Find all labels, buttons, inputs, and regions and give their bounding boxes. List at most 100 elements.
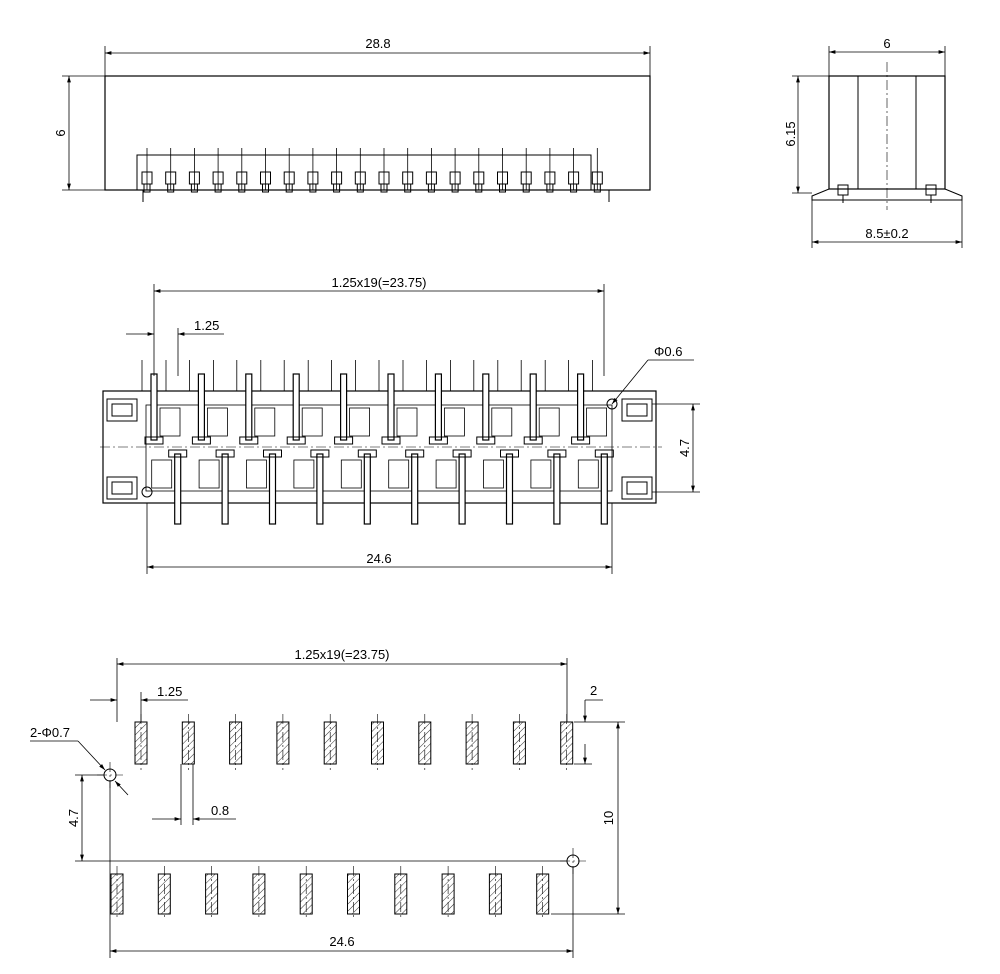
top-cavity-lower — [483, 459, 504, 489]
top-contact-upper-foot — [381, 436, 401, 445]
top-contact-upper-foot — [476, 436, 496, 445]
top-contact-lower — [505, 453, 514, 525]
top-contact-lower-foot — [547, 449, 567, 458]
front-contact-tail — [333, 183, 341, 193]
top-pitch-span-label: 1.25x19(=23.75) — [331, 275, 426, 290]
top-contact-upper — [245, 373, 253, 441]
top-cavity-upper — [206, 407, 228, 437]
top-cavity-lower — [246, 459, 267, 489]
side-width-label: 6 — [883, 36, 890, 51]
top-contact-lower-foot — [310, 449, 330, 458]
top-contact-upper-foot — [523, 436, 543, 445]
top-cavity-lower — [151, 459, 173, 489]
top-contact-lower — [600, 453, 608, 525]
front-contact-tail — [380, 183, 388, 193]
front-contact-tail — [309, 183, 317, 193]
locating-hole-bottom — [141, 486, 153, 498]
front-contact-tail — [404, 183, 412, 193]
top-contact-upper — [434, 373, 442, 441]
latch-top-right — [621, 398, 653, 422]
front-contact-tail — [546, 183, 554, 193]
pcb-layout-view: 1.25x19(=23.75) 1.25 2 10 2-Φ0.7 4.7 0.8 — [30, 647, 625, 958]
front-contact-tail — [522, 183, 530, 193]
front-contact-tail — [143, 183, 151, 193]
top-contact-upper-foot — [334, 436, 354, 445]
front-width-label: 28.8 — [365, 36, 390, 51]
front-contact-tail — [427, 183, 435, 193]
pcb-pitch-label: 1.25 — [157, 684, 182, 699]
top-cavity-lower — [530, 459, 552, 489]
top-contact-upper-foot — [144, 436, 164, 445]
top-contact-lower — [411, 453, 419, 525]
top-contact-upper — [387, 373, 395, 441]
top-contact-lower-foot — [215, 449, 235, 458]
top-cavity-upper — [159, 407, 181, 437]
top-contact-upper-foot — [239, 436, 259, 445]
front-view: 28.8 6 — [53, 36, 651, 202]
top-contact-lower — [316, 453, 324, 525]
top-row-distance-label: 4.7 — [677, 439, 692, 457]
top-view: 1.25x19(=23.75) 1.25 Φ0.6 4.7 24.6 — [100, 275, 700, 574]
top-contact-upper — [576, 373, 585, 441]
side-height-label: 6.15 — [783, 121, 798, 146]
top-contact-lower — [458, 453, 466, 525]
front-contact-tail — [214, 183, 222, 193]
top-hole-label: Φ0.6 — [654, 344, 682, 359]
top-post-span-label: 24.6 — [366, 551, 391, 566]
latch-bottom-right — [621, 476, 653, 500]
top-cavity-upper — [349, 407, 371, 437]
top-contact-lower — [553, 453, 561, 525]
top-contact-lower — [221, 453, 229, 525]
top-pitch-label: 1.25 — [194, 318, 219, 333]
front-contact-tail — [451, 183, 459, 193]
top-contact-upper — [482, 373, 490, 441]
pcb-row-distance-label: 4.7 — [66, 809, 81, 827]
top-cavity-lower — [577, 459, 599, 489]
top-cavity-upper — [491, 407, 513, 437]
top-cavity-lower — [435, 459, 457, 489]
pcb-holes-label: 2-Φ0.7 — [30, 725, 70, 740]
top-contact-lower-foot — [452, 449, 472, 458]
top-contact-upper-foot — [191, 436, 211, 445]
top-contact-lower — [363, 453, 371, 525]
front-contact-tail — [190, 183, 198, 193]
top-cavity-upper — [254, 407, 276, 437]
top-contact-lower-foot — [405, 449, 425, 458]
front-contact-tail — [285, 183, 293, 193]
side-footprint-label: 8.5±0.2 — [865, 226, 908, 241]
top-contact-upper — [150, 373, 158, 441]
top-contact-upper — [340, 373, 348, 441]
top-contact-lower-foot — [263, 449, 282, 458]
top-cavity-upper — [538, 407, 560, 437]
top-contact-rows — [141, 360, 614, 525]
top-cavity-upper — [586, 407, 607, 437]
top-contact-upper-foot — [571, 436, 591, 445]
side-view: 6 6.15 8.5±0.2 — [783, 36, 963, 248]
pcb-pad-rows — [110, 714, 574, 920]
top-cavity-lower — [388, 459, 410, 489]
top-contact-lower — [174, 453, 182, 525]
front-contact-tail — [475, 183, 483, 193]
top-cavity-lower — [340, 459, 362, 489]
front-contact-row — [136, 148, 610, 202]
front-contact-tail — [167, 183, 175, 193]
pcb-total-height-label: 10 — [601, 811, 616, 825]
top-contact-upper — [197, 373, 205, 441]
top-contact-upper — [292, 373, 300, 441]
front-contact-window — [136, 154, 592, 191]
front-contact-tail — [262, 183, 269, 193]
front-contact-tail — [593, 183, 601, 193]
front-contact-tail — [238, 183, 246, 193]
pcb-pad-width-label: 0.8 — [211, 803, 229, 818]
top-contact-lower-foot — [357, 449, 377, 458]
pcb-pad-length-label: 2 — [590, 683, 597, 698]
top-cavity-lower — [293, 459, 315, 489]
top-contact-lower-foot — [168, 449, 188, 458]
pcb-post-span-label: 24.6 — [329, 934, 354, 949]
top-inner-frame — [145, 404, 613, 492]
top-cavity-upper — [443, 407, 465, 437]
front-height-label: 6 — [53, 129, 68, 136]
top-contact-upper-foot — [286, 436, 306, 445]
front-housing — [104, 75, 651, 191]
